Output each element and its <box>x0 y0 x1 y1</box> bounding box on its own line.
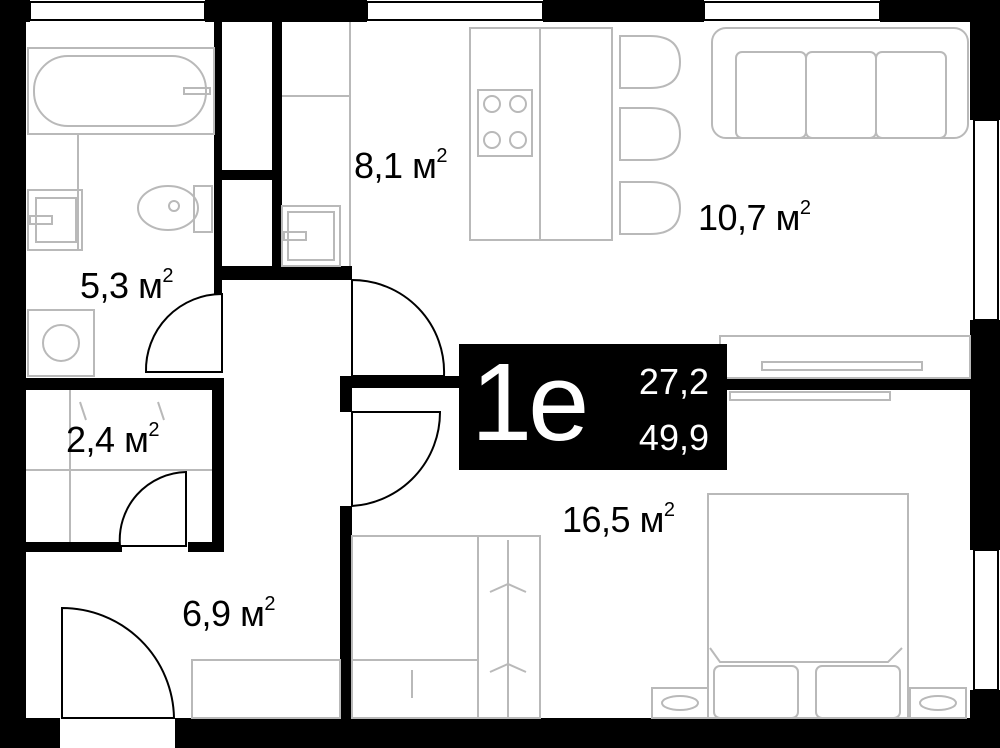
room-area-hall: 6,9 м2 <box>182 593 275 634</box>
sink-bathroom <box>27 189 83 251</box>
room-area-bedroom: 16,5 м2 <box>562 499 675 540</box>
inner-walls <box>26 22 970 718</box>
washing-machine <box>27 309 95 377</box>
wardrobe <box>351 535 541 719</box>
tv-unit <box>719 335 971 401</box>
room-area-bathroom: 5,3 м2 <box>80 265 173 306</box>
hall-cabinet <box>191 659 341 719</box>
living-area-value: 27,2 <box>638 361 709 402</box>
apartment-type-badge: 1e 27,2 49,9 <box>459 344 727 470</box>
bedside-tables <box>651 687 967 719</box>
room-area-living: 10,7 м2 <box>698 197 811 238</box>
kitchen-island <box>469 27 613 241</box>
bar-stools <box>619 35 682 235</box>
toilet <box>137 185 213 233</box>
closet-shelves <box>26 390 212 542</box>
sofa <box>711 27 969 139</box>
bathtub <box>27 47 215 135</box>
apartment-type: 1e <box>471 341 589 464</box>
kitchen-cabinets <box>281 22 351 267</box>
doors <box>61 278 446 719</box>
room-area-kitchen: 8,1 м2 <box>354 145 447 186</box>
total-area-value: 49,9 <box>638 417 709 458</box>
bed <box>707 493 909 719</box>
room-area-closet: 2,4 м2 <box>66 419 159 460</box>
windows <box>29 1 999 691</box>
